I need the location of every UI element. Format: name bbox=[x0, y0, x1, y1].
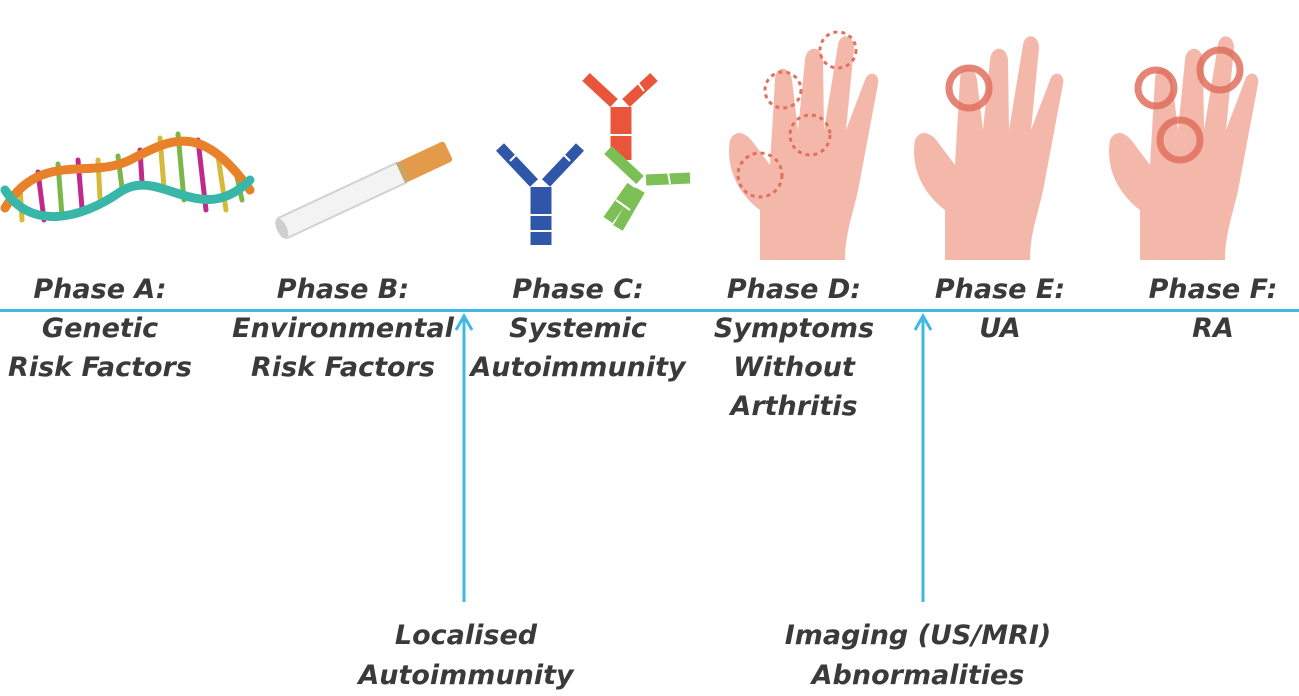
phase-b-desc-line-1: Environmental bbox=[232, 313, 454, 344]
localised-callout-line-1: Localised bbox=[394, 620, 538, 651]
phase-f-label: Phase F: RA bbox=[1093, 270, 1299, 348]
phase-a-label: Phase A: Genetic Risk Factors bbox=[0, 270, 220, 387]
localised-autoimmunity-arrow bbox=[454, 312, 474, 602]
cigarette-icon bbox=[275, 141, 453, 239]
phase-d-desc-line-1: Symptoms bbox=[713, 313, 875, 344]
localised-callout-line-2: Autoimmunity bbox=[358, 660, 574, 691]
phase-e-title: Phase E: bbox=[934, 274, 1066, 305]
phase-f-title: Phase F: bbox=[1148, 274, 1278, 305]
phase-d-desc-line-3: Arthritis bbox=[730, 391, 858, 422]
phase-e-desc-line-1: UA bbox=[979, 313, 1021, 344]
imaging-abnormalities-callout: Imaging (US/MRI) Abnormalities bbox=[758, 616, 1078, 696]
timeline-axis bbox=[0, 309, 1299, 312]
phase-d-label: Phase D: Symptoms Without Arthritis bbox=[674, 270, 914, 426]
antibodies-icon bbox=[496, 72, 691, 245]
phase-b-desc-line-2: Risk Factors bbox=[251, 352, 435, 383]
imaging-callout-line-1: Imaging (US/MRI) bbox=[784, 620, 1052, 651]
phase-c-label: Phase C: Systemic Autoimmunity bbox=[458, 270, 698, 387]
phase-d-title: Phase D: bbox=[726, 274, 862, 305]
hand-multiple-inflamed-joints-icon bbox=[1109, 36, 1259, 260]
imaging-callout-line-2: Abnormalities bbox=[811, 660, 1025, 691]
phase-a-title: Phase A: bbox=[33, 274, 167, 305]
phase-c-title: Phase C: bbox=[512, 274, 644, 305]
phase-c-desc-line-1: Systemic bbox=[509, 313, 647, 344]
hand-one-inflamed-joint-icon bbox=[914, 36, 1064, 260]
phase-e-label: Phase E: UA bbox=[880, 270, 1120, 348]
phase-f-desc-line-1: RA bbox=[1192, 313, 1234, 344]
phase-b-label: Phase B: Environmental Risk Factors bbox=[223, 270, 463, 387]
phase-a-desc-line-2: Risk Factors bbox=[8, 352, 192, 383]
phase-c-desc-line-2: Autoimmunity bbox=[470, 352, 686, 383]
localised-autoimmunity-callout: Localised Autoimmunity bbox=[306, 616, 626, 696]
hand-dashed-joints-icon bbox=[729, 30, 879, 260]
imaging-abnormalities-arrow bbox=[913, 312, 933, 602]
phase-a-desc-line-1: Genetic bbox=[41, 313, 159, 344]
dna-helix-icon bbox=[0, 131, 255, 223]
phase-b-title: Phase B: bbox=[276, 274, 410, 305]
phase-d-desc-line-2: Without bbox=[733, 352, 855, 383]
